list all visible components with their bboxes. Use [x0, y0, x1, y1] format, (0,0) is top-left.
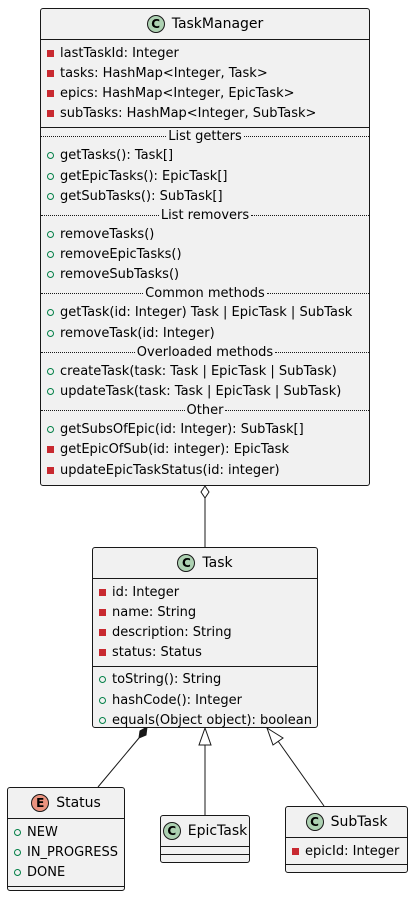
public-icon: [47, 309, 54, 317]
method: getSubTasks(): SubTask[]: [41, 186, 369, 206]
fields-section: id: Integer name: String description: St…: [93, 578, 317, 666]
method: updateTask(task: Task | EpicTask | SubTa…: [41, 381, 369, 401]
field: tasks: HashMap<Integer, Task>: [41, 63, 369, 83]
method: getEpicOfSub(id: integer): EpicTask: [41, 440, 369, 460]
empty-section: [8, 885, 124, 894]
method: removeTask(id: Integer): [41, 323, 369, 343]
public-icon: [99, 696, 106, 704]
method: removeTasks(): [41, 224, 369, 244]
enum-value: DONE: [8, 862, 124, 882]
empty-section: [286, 864, 407, 872]
field: epicId: Integer: [286, 841, 407, 861]
private-icon: [47, 69, 54, 77]
empty-section: [161, 846, 249, 854]
field: description: String: [93, 622, 317, 642]
class-header: C TaskManager: [41, 9, 369, 39]
public-icon: [14, 868, 21, 876]
section-separator: List getters: [41, 129, 369, 145]
public-icon: [47, 192, 54, 200]
empty-section: [161, 854, 249, 863]
public-icon: [47, 367, 54, 375]
public-icon: [47, 426, 54, 434]
public-icon: [47, 388, 54, 396]
method: getTasks(): Task[]: [41, 146, 369, 166]
class-name: SubTask: [330, 814, 388, 830]
private-icon: [47, 446, 54, 454]
class-badge-icon: C: [305, 813, 324, 831]
method: equals(Object object): boolean: [93, 710, 317, 730]
class-badge-icon: C: [162, 822, 181, 840]
methods-section: toString(): String hashCode(): Integer e…: [93, 665, 317, 734]
field: subTasks: HashMap<Integer, SubTask>: [41, 104, 369, 124]
field: status: Status: [93, 643, 317, 663]
private-icon: [47, 49, 54, 57]
private-icon: [99, 588, 106, 596]
public-icon: [47, 230, 54, 238]
method: getSubsOfEpic(id: Integer): SubTask[]: [41, 420, 369, 440]
fields-section: epicId: Integer: [286, 837, 407, 864]
public-icon: [47, 152, 54, 160]
method: getTask(id: Integer) Task | EpicTask | S…: [41, 303, 369, 323]
epictask-class[interactable]: C EpicTask: [160, 815, 250, 863]
method: getEpicTasks(): EpicTask[]: [41, 166, 369, 186]
inheritance-arrow-epictask: [198, 726, 212, 746]
public-icon: [99, 716, 106, 724]
public-icon: [14, 848, 21, 856]
method: updateEpicTaskStatus(id: integer): [41, 460, 369, 480]
private-icon: [47, 110, 54, 118]
values-section: NEW IN_PROGRESS DONE: [8, 818, 124, 886]
private-icon: [99, 628, 106, 636]
task-class[interactable]: C Task id: Integer name: String descript…: [92, 547, 318, 728]
inheritance-line-subtask: [277, 740, 325, 807]
composition-line: [97, 737, 140, 788]
method: removeEpicTasks(): [41, 245, 369, 265]
inheritance-arrow-subtask: [266, 726, 284, 746]
method: hashCode(): Integer: [93, 690, 317, 710]
method: createTask(task: Task | EpicTask | SubTa…: [41, 361, 369, 381]
class-badge-icon: C: [146, 15, 165, 33]
field: name: String: [93, 602, 317, 622]
class-name: TaskManager: [171, 16, 264, 32]
public-icon: [99, 676, 106, 684]
private-icon: [99, 608, 106, 616]
enum-header: E Status: [8, 788, 124, 818]
class-name: Task: [202, 555, 233, 571]
class-header: C EpicTask: [161, 816, 249, 846]
section-separator: List removers: [41, 207, 369, 223]
enum-value: IN_PROGRESS: [8, 842, 124, 862]
fields-section: lastTaskId: Integer tasks: HashMap<Integ…: [41, 39, 369, 127]
private-icon: [47, 89, 54, 97]
field: id: Integer: [93, 582, 317, 602]
field: lastTaskId: Integer: [41, 43, 369, 63]
private-icon: [47, 466, 54, 474]
section-separator: Other: [41, 403, 369, 419]
private-icon: [99, 649, 106, 657]
public-icon: [47, 251, 54, 259]
composition-diamond: [138, 726, 148, 739]
public-icon: [14, 828, 21, 836]
field: epics: HashMap<Integer, EpicTask>: [41, 83, 369, 103]
public-icon: [47, 172, 54, 180]
enum-badge-icon: E: [31, 794, 50, 812]
methods-section: List getters getTasks(): Task[] getEpicT…: [41, 126, 369, 483]
enum-name: Status: [56, 795, 101, 811]
method: removeSubTasks(): [41, 265, 369, 285]
class-header: C Task: [93, 548, 317, 578]
section-separator: Common methods: [41, 286, 369, 302]
enum-value: NEW: [8, 822, 124, 842]
method: toString(): String: [93, 670, 317, 690]
class-header: C SubTask: [286, 807, 407, 837]
section-separator: Overloaded methods: [41, 344, 369, 360]
private-icon: [292, 847, 299, 855]
status-enum[interactable]: E Status NEW IN_PROGRESS DONE: [7, 787, 125, 891]
class-name: EpicTask: [187, 823, 248, 839]
aggregation-diamond: [200, 485, 210, 499]
subtask-class[interactable]: C SubTask epicId: Integer: [285, 806, 408, 873]
taskmanager-class[interactable]: C TaskManager lastTaskId: Integer tasks:…: [40, 8, 370, 486]
public-icon: [47, 271, 54, 279]
class-badge-icon: C: [177, 554, 196, 572]
public-icon: [47, 329, 54, 337]
